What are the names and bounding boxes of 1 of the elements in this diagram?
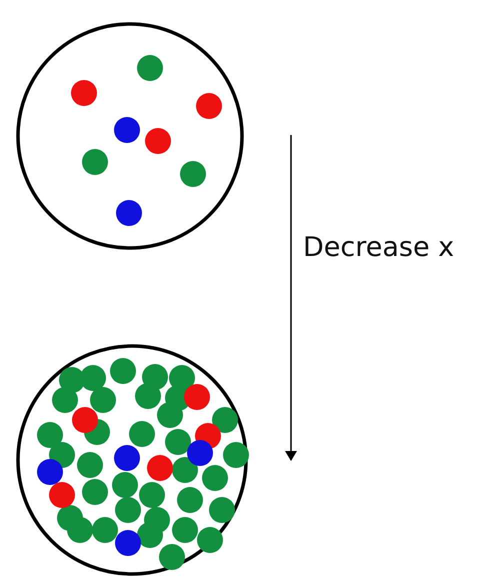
arrow-label: Decrease x <box>303 232 454 263</box>
